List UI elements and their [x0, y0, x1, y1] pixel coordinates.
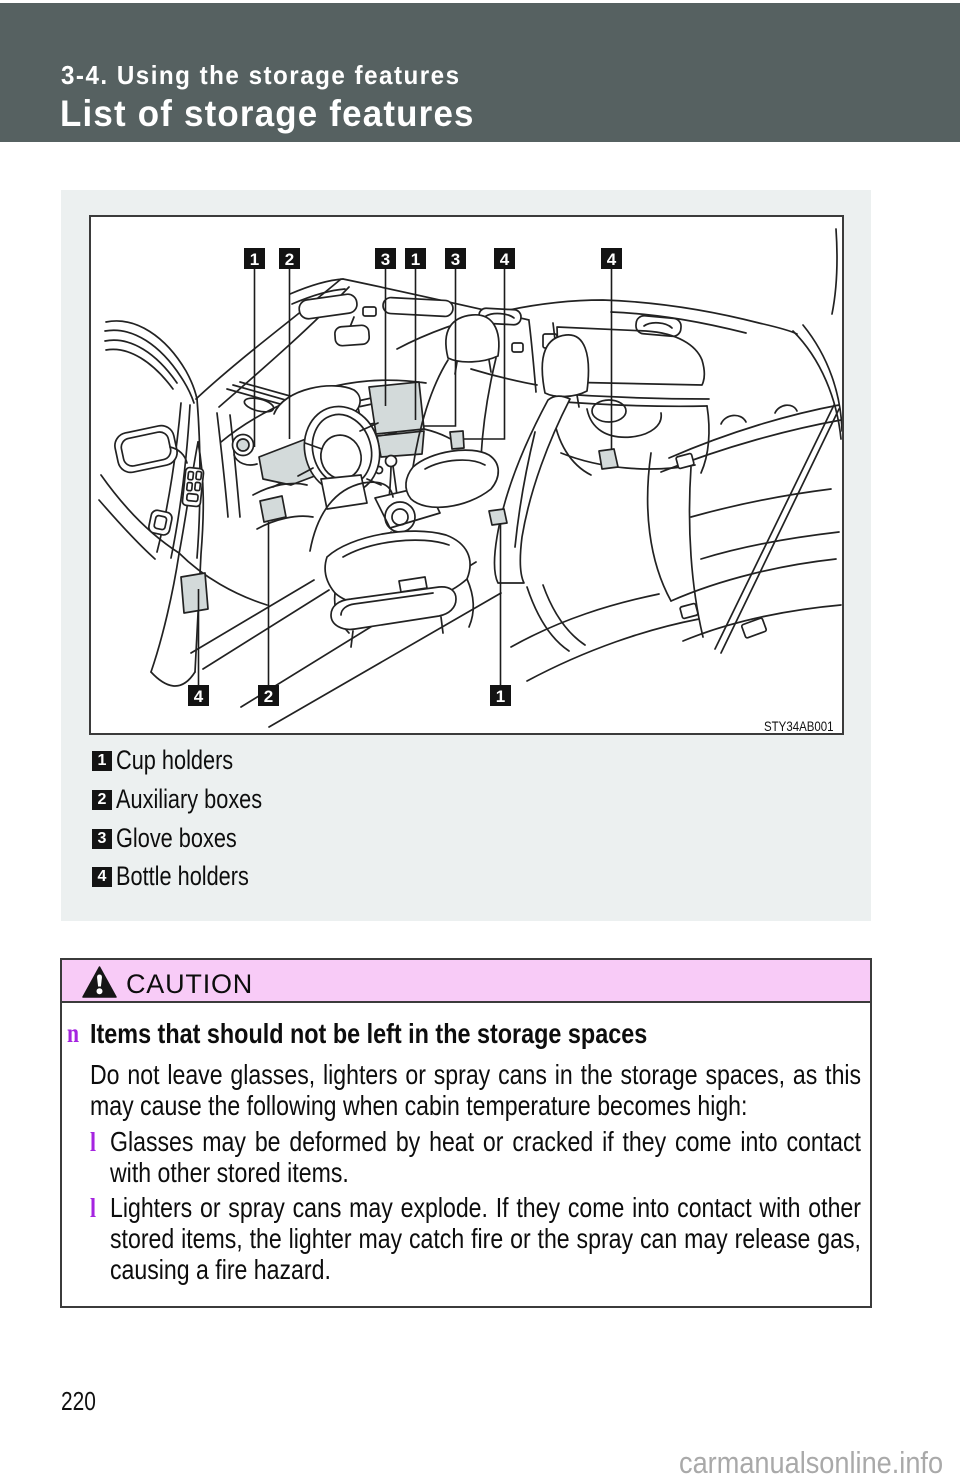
svg-text:3: 3: [451, 250, 460, 269]
svg-text:4: 4: [194, 687, 204, 706]
svg-text:4: 4: [607, 250, 617, 269]
svg-text:2: 2: [264, 687, 273, 706]
svg-text:1: 1: [411, 250, 420, 269]
svg-text:1: 1: [250, 250, 259, 269]
svg-text:2: 2: [285, 250, 294, 269]
svg-text:3: 3: [381, 250, 390, 269]
svg-text:4: 4: [500, 250, 510, 269]
svg-text:1: 1: [496, 687, 505, 706]
